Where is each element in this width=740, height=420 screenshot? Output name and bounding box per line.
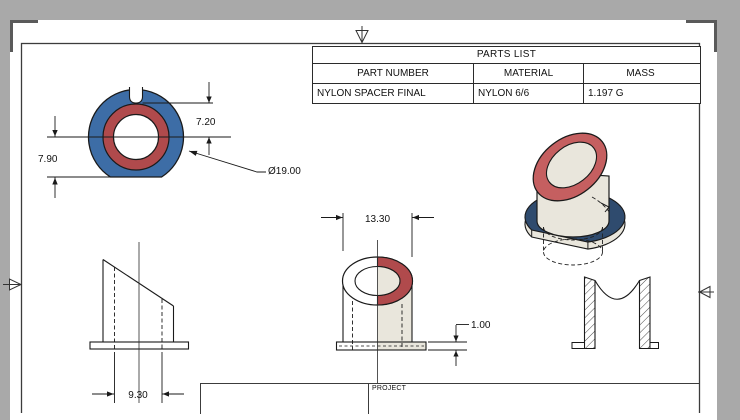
cell-mass[interactable]: 1.197 G <box>583 84 697 103</box>
col-material: MATERIAL <box>473 64 583 83</box>
section-saddle-arc <box>594 280 640 300</box>
flange-outline <box>335 341 427 351</box>
dim-outer-diameter[interactable]: Ø19.00 <box>268 166 301 177</box>
dim-cylinder-width[interactable]: 13.30 <box>365 214 390 225</box>
parts-list-table: PARTS LIST PART NUMBER MATERIAL MASS NYL… <box>312 46 701 104</box>
col-mass: MASS <box>583 64 697 83</box>
parts-list-row[interactable]: NYLON SPACER FINAL NYLON 6/6 1.197 G <box>313 84 700 103</box>
cell-part-number[interactable]: NYLON SPACER FINAL <box>317 88 426 99</box>
view-section[interactable] <box>571 276 659 350</box>
dim-inner-width[interactable]: 9.30 <box>128 390 148 401</box>
iso-notch-edge <box>600 202 610 213</box>
section-foot-right <box>649 342 659 349</box>
bore-right-half <box>377 266 401 296</box>
hidden-lines-center <box>339 301 424 350</box>
trim-mark-top-right <box>686 20 717 52</box>
parts-list-header-row: PART NUMBER MATERIAL MASS <box>313 64 700 84</box>
center-marker-right-icon <box>698 285 714 299</box>
section-wall-left <box>583 276 596 350</box>
dim-arrows-profile <box>107 391 169 397</box>
view-center-cylinder[interactable]: 13.30 1.00 <box>321 213 491 383</box>
section-wall-right <box>638 276 651 350</box>
view-left-profile[interactable]: 9.30 <box>89 242 190 403</box>
section-foot-left <box>571 342 585 349</box>
dim-slot-to-center[interactable]: 7.20 <box>196 117 216 128</box>
cell-material[interactable]: NYLON 6/6 <box>473 84 583 103</box>
profile-hidden-lines <box>114 267 163 349</box>
project-label: PROJECT <box>372 385 407 392</box>
view-isometric[interactable] <box>520 119 626 266</box>
dim-arrows-front <box>52 96 212 185</box>
parts-list-title: PARTS LIST <box>313 47 700 64</box>
keyway-notch <box>128 87 144 104</box>
dim-arrows-center <box>336 214 459 357</box>
trim-mark-top-left <box>10 20 38 52</box>
dim-flange-thickness[interactable]: 1.00 <box>471 320 491 331</box>
center-marker-left-icon <box>3 278 23 291</box>
sheet-frame <box>3 20 717 413</box>
drawing-border <box>20 42 701 413</box>
view-front-circular[interactable]: 7.20 7.90 Ø19.00 <box>38 82 301 198</box>
iso-slant-face <box>545 141 598 189</box>
center-marker-top-icon <box>355 26 369 44</box>
col-part-number: PART NUMBER <box>357 68 429 79</box>
title-block: PROJECT <box>200 383 700 414</box>
dim-center-to-bottom[interactable]: 7.90 <box>38 154 58 165</box>
title-block-divider <box>368 384 369 414</box>
iso-hidden-lines <box>543 196 611 266</box>
